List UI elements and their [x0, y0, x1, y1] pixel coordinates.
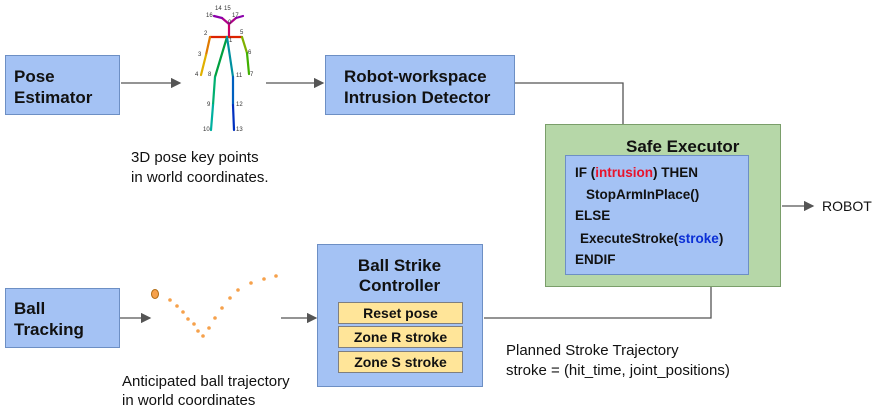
- option-zone-r-stroke: Zone R stroke: [338, 326, 463, 348]
- joint-label: 7: [250, 72, 254, 78]
- code-execute-call: ExecuteStroke(: [580, 231, 679, 246]
- ball-strike-controller-box: Ball Strike Controller Reset pose Zone R…: [317, 244, 483, 387]
- joint-label: 0: [228, 20, 232, 26]
- pose-caption-line2: in world coordinates.: [131, 169, 269, 186]
- joint-label: 4: [195, 72, 199, 78]
- joint-label: 15: [224, 6, 231, 12]
- code-stroke-variable: stroke: [678, 231, 719, 246]
- intrusion-detector-label-line2: Intrusion Detector: [344, 88, 491, 107]
- stroke-caption-line2: stroke = (hit_time, joint_positions): [506, 362, 730, 379]
- pose-estimator-label-line2: Estimator: [14, 88, 93, 107]
- pose-skeleton-figure: [199, 14, 251, 132]
- joint-label: 17: [232, 13, 239, 19]
- controller-title-line2: Controller: [358, 276, 441, 295]
- pose-estimator-label-line1: Pose: [14, 67, 55, 86]
- ball-trajectory: [151, 274, 278, 338]
- joint-label: 16: [206, 13, 213, 19]
- joint-label: 10: [203, 127, 210, 133]
- safe-executor-title: Safe Executor: [626, 137, 740, 156]
- joint-label: 11: [236, 73, 243, 79]
- joint-label: 5: [240, 30, 244, 36]
- option-reset-pose: Reset pose: [338, 302, 463, 324]
- ball: [151, 289, 159, 299]
- joint-label: 6: [248, 50, 252, 56]
- robot-label: ROBOT: [822, 198, 872, 214]
- ball-tracking-label-line2: Tracking: [14, 320, 84, 339]
- ball-caption-line1: Anticipated ball trajectory: [122, 373, 290, 390]
- joint-label: 8: [208, 72, 212, 78]
- joint-label: 3: [198, 52, 202, 58]
- code-line-else: ELSE: [575, 208, 611, 223]
- code-line-execute: ExecuteStroke(stroke): [580, 231, 723, 246]
- intrusion-detector-label-line1: Robot-workspace: [344, 67, 487, 86]
- intrusion-detector-box: Robot-workspace Intrusion Detector: [325, 55, 515, 115]
- pose-estimator-box: Pose Estimator: [5, 55, 120, 115]
- joint-label: 14: [215, 6, 222, 12]
- code-line-if: IF (intrusion) THEN: [575, 165, 698, 180]
- option-zone-s-stroke: Zone S stroke: [338, 351, 463, 373]
- joint-label: 2: [204, 31, 208, 37]
- code-close-paren: ): [718, 231, 724, 246]
- controller-title-line1: Ball Strike: [357, 256, 442, 275]
- stroke-caption-line1: Planned Stroke Trajectory: [506, 342, 679, 359]
- code-line-endif: ENDIF: [575, 252, 616, 267]
- joint-label: 12: [236, 102, 243, 108]
- joint-label: 9: [207, 102, 211, 108]
- joint-label: 13: [236, 127, 243, 133]
- pose-caption-line1: 3D pose key points: [131, 149, 259, 166]
- ball-caption-line2: in world coordinates: [122, 392, 256, 409]
- code-intrusion-variable: intrusion: [595, 165, 653, 180]
- joint-label: 1: [229, 38, 233, 44]
- ball-tracking-box: Ball Tracking: [5, 288, 120, 348]
- code-then-keyword: ) THEN: [653, 165, 698, 180]
- safe-executor-code-box: IF (intrusion) THEN StopArmInPlace() ELS…: [565, 155, 749, 275]
- code-if-keyword: IF (: [575, 165, 596, 180]
- ball-tracking-label-line1: Ball: [14, 299, 46, 318]
- code-line-stop: StopArmInPlace(): [586, 187, 700, 202]
